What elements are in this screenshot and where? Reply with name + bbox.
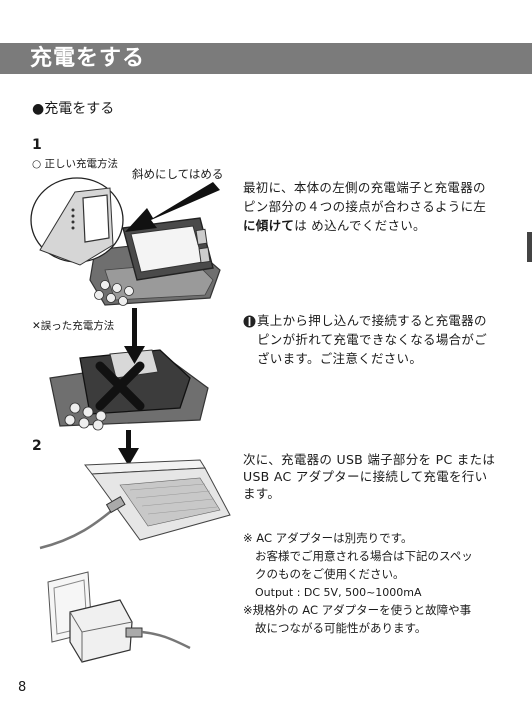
note-1-line-3: クのものをご使用ください。 xyxy=(255,567,405,581)
correct-method-label: ○ 正しい充電方法 xyxy=(32,158,118,170)
warning-line-1: 真上から押し込んで接続すると充電器の xyxy=(257,313,487,328)
note-1-line-1: ※ AC アダプターは別売りです。 xyxy=(243,531,413,545)
page-title: 充電をする xyxy=(30,46,146,71)
section-title: ●充電をする xyxy=(32,101,115,117)
ac-adapter-illustration xyxy=(47,571,191,663)
step-1-number: 1 xyxy=(32,137,42,153)
warning-line-2: ピンが折れて充電できなくなる場合がご xyxy=(257,332,488,347)
step-1-desc-line-3: に傾けては め込んでください。 xyxy=(243,216,426,235)
step-2-desc-line-2: USB AC アダプターに接続して充電を行い xyxy=(243,469,488,484)
warning-line-3: ざいます。ご注意ください。 xyxy=(257,351,423,366)
warning-icon xyxy=(243,315,256,328)
step-2-desc-line-1: 次に、充電器の USB 端子部分を PC または xyxy=(243,452,496,467)
step-1-desc-line-2: ピン部分の４つの接点が合わさるように左 xyxy=(243,199,487,214)
step-2-number: 2 xyxy=(32,438,42,454)
tilt-label: 斜めにしてはめる xyxy=(132,167,224,181)
output-spec: Output : DC 5V, 500~1000mA xyxy=(255,586,422,599)
note-2-line-2: 故につながる可能性があります。 xyxy=(255,621,427,635)
step-1-desc-rest: は め込んでください。 xyxy=(294,218,426,233)
correct-charging-illustration xyxy=(30,177,221,306)
note-1-line-2: お客様でご用意される場合は下記のスペッ xyxy=(255,549,473,563)
note-2-line-1: ※規格外の AC アダプターを使うと故障や事 xyxy=(243,603,472,617)
wrong-charging-illustration xyxy=(49,308,209,431)
wrong-method-label: ✕誤った充電方法 xyxy=(32,320,115,332)
step-2-desc-line-3: ます。 xyxy=(243,486,281,501)
page-number: 8 xyxy=(18,680,27,695)
step-1-desc-line-1: 最初に、本体の左側の充電端子と充電器の xyxy=(243,180,486,195)
header-band xyxy=(0,43,532,74)
step-1-desc-bold: に傾けて xyxy=(243,218,295,233)
edge-tab xyxy=(527,232,532,262)
pc-connection-illustration xyxy=(39,430,231,550)
